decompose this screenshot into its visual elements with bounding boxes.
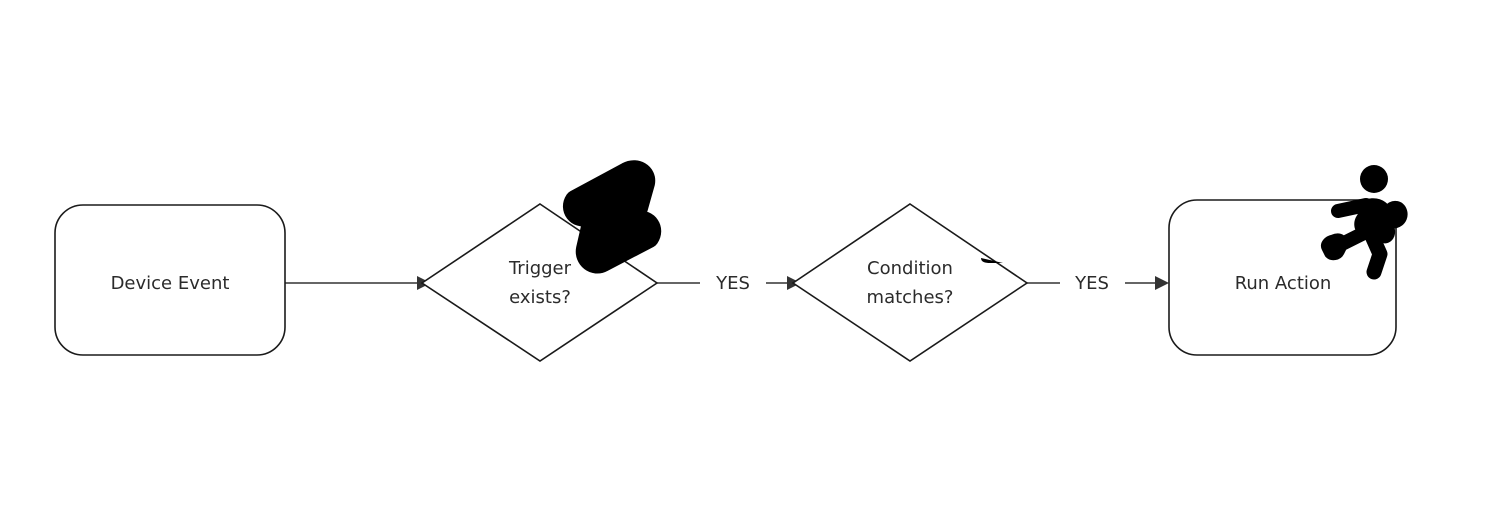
edge-label-yes-1: YES <box>715 273 750 294</box>
edge-label-yes-2: YES <box>1074 273 1109 294</box>
node-device-event[interactable]: Device Event <box>54 204 286 356</box>
edge-trigger-to-condition: YES <box>657 273 801 294</box>
edge-3-arrowhead <box>1155 276 1169 290</box>
branch-fork-arrow-icon <box>981 258 1003 263</box>
condition-matches-label-line1: Condition <box>867 258 953 279</box>
edge-device-event-to-trigger <box>285 276 431 290</box>
run-action-label: Run Action <box>1235 273 1332 294</box>
condition-matches-diamond[interactable] <box>791 203 1029 362</box>
node-condition-matches[interactable]: Condition matches? <box>791 203 1029 362</box>
running-person-icon <box>1321 165 1408 280</box>
lightning-bolt-icon <box>563 160 662 274</box>
device-event-box[interactable] <box>54 204 286 356</box>
condition-matches-label-line2: matches? <box>867 287 954 308</box>
device-event-label: Device Event <box>111 273 230 294</box>
trigger-exists-label-line1: Trigger <box>508 258 572 279</box>
edge-condition-to-run-action: YES <box>1027 273 1169 294</box>
trigger-exists-label-line2: exists? <box>509 287 571 308</box>
